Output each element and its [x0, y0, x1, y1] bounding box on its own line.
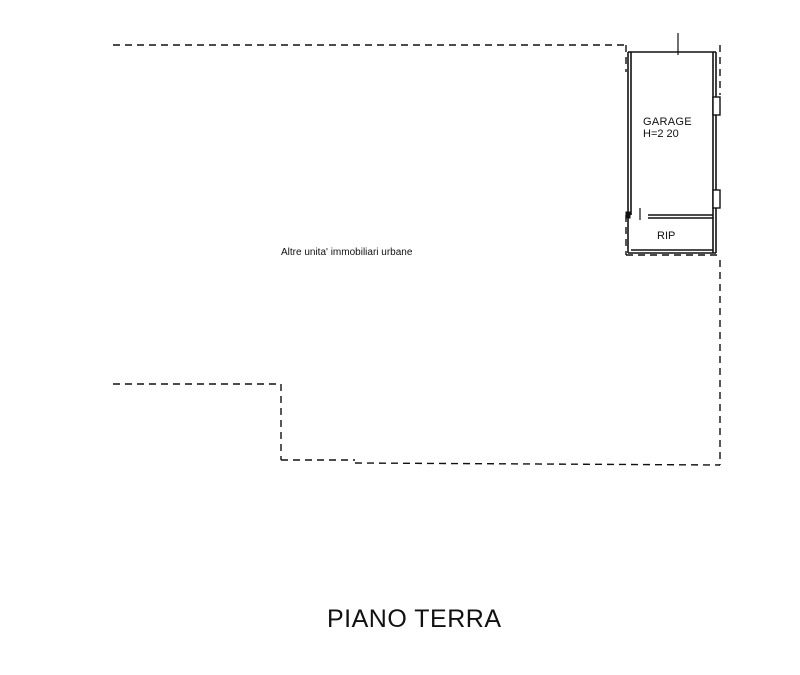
garage-window-upper [712, 96, 721, 116]
storage-label: RIP [657, 230, 676, 242]
garage-openings [712, 96, 721, 209]
other-units-outline [113, 44, 721, 466]
garage-window-lower [712, 189, 721, 209]
other-units-label: Altre unita' immobiliari urbane [281, 247, 413, 258]
garage-walls [627, 51, 717, 254]
dimension-ticks [639, 33, 679, 220]
floor-title: PIANO TERRA [327, 605, 502, 633]
garage-label: GARAGE [643, 116, 692, 128]
storage-door-jamb [625, 211, 631, 219]
garage-height-label: H=2 20 [643, 128, 679, 140]
